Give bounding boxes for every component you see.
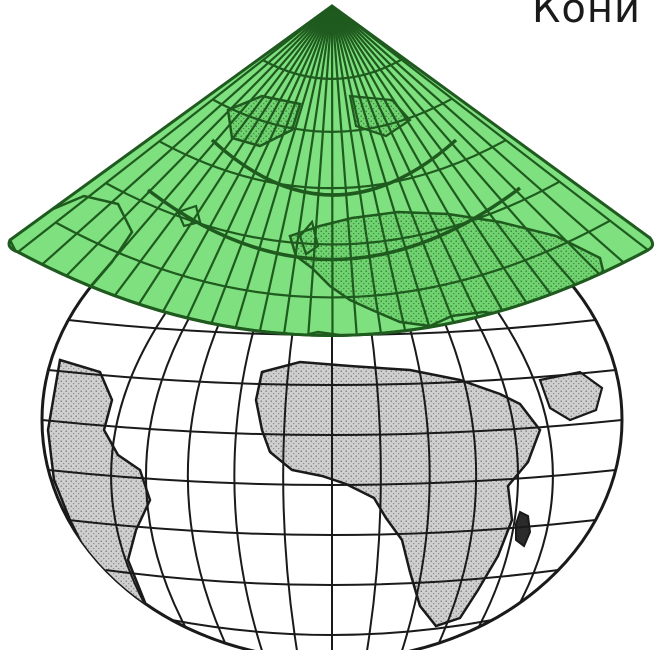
cone-meridian-line (332, 6, 333, 336)
figure-caption: Кони (532, 0, 641, 32)
